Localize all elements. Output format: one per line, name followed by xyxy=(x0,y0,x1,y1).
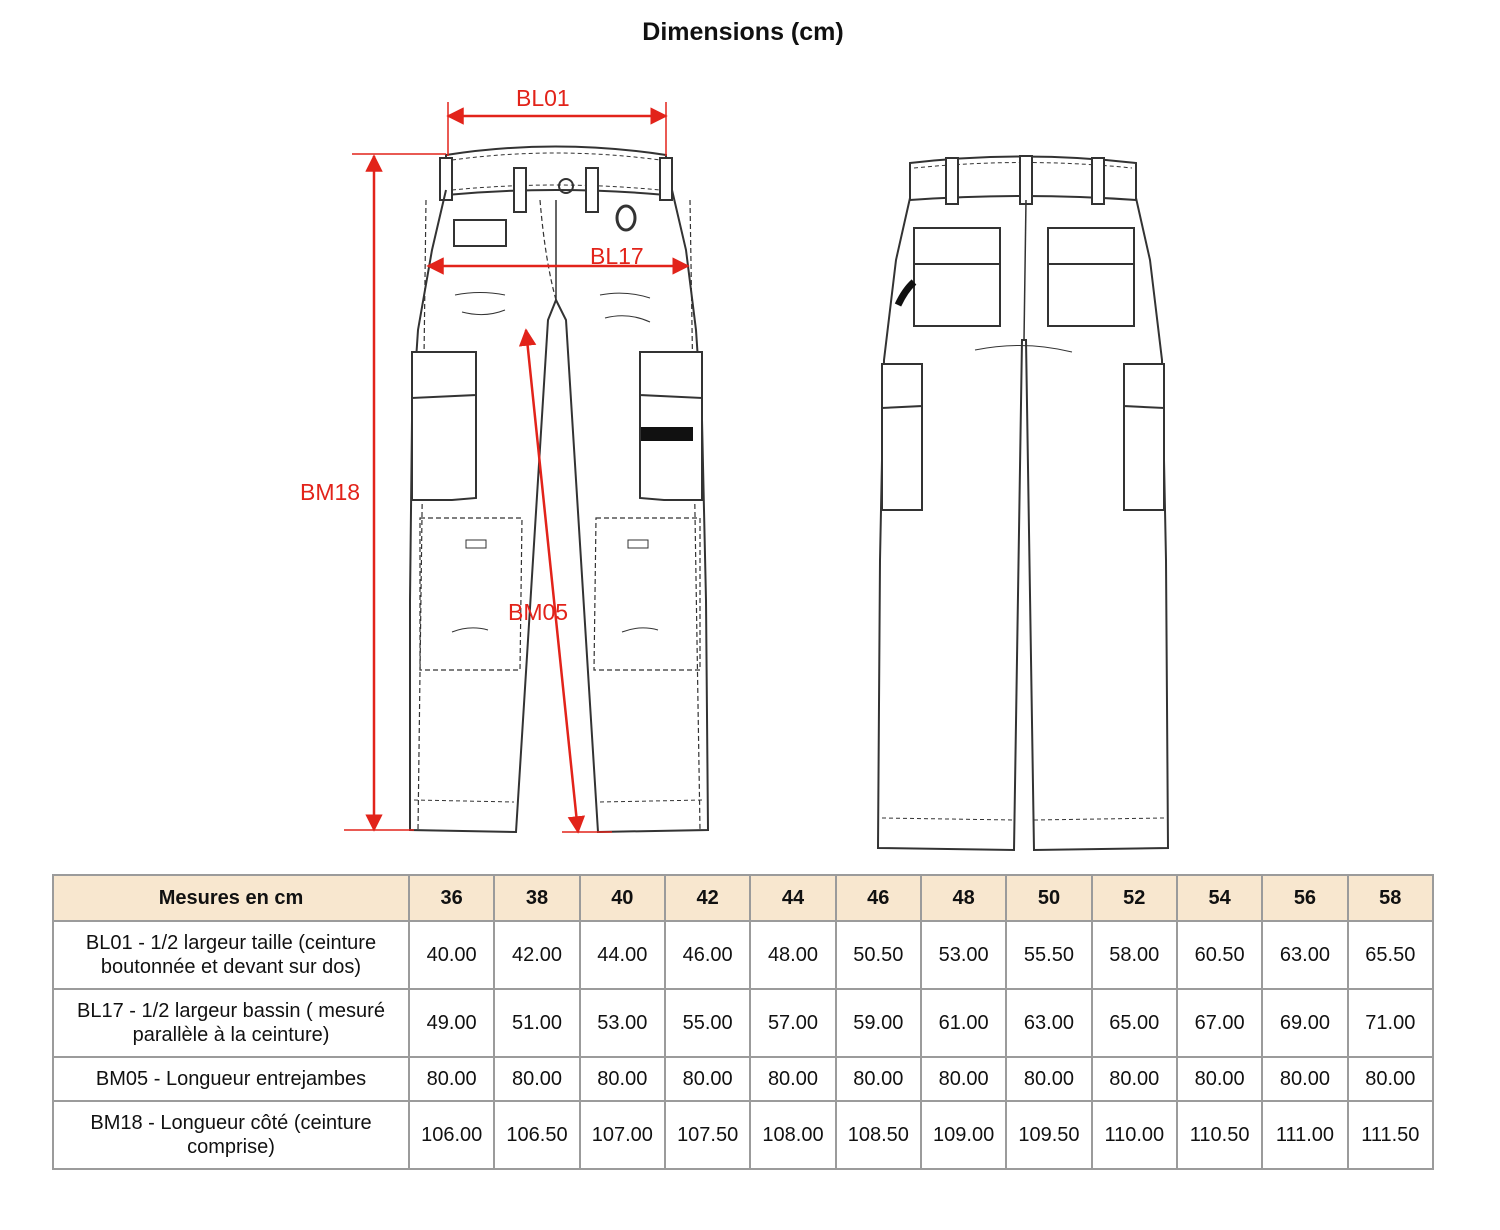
table-cell: 48.00 xyxy=(749,920,837,990)
table-cell: 44.00 xyxy=(578,920,666,990)
size-header: 38 xyxy=(493,874,581,922)
table-cell: 108.00 xyxy=(749,1100,837,1170)
back-view-illustration xyxy=(876,155,1170,852)
size-header: 48 xyxy=(919,874,1008,922)
table-cell: 40.00 xyxy=(407,920,496,990)
size-header: 44 xyxy=(749,874,837,922)
table-cell: 71.00 xyxy=(1346,988,1435,1058)
size-header: 36 xyxy=(407,874,496,922)
table-cell: 111.50 xyxy=(1346,1100,1435,1170)
table-cell: 80.00 xyxy=(1261,1056,1349,1102)
table-row: BL17 - 1/2 largeur bassin ( mesuré paral… xyxy=(52,988,1435,1058)
table-cell: 80.00 xyxy=(1005,1056,1093,1102)
table-cell: 65.50 xyxy=(1346,920,1435,990)
table-cell: 106.50 xyxy=(493,1100,581,1170)
table-cell: 42.00 xyxy=(493,920,581,990)
table-cell: 80.00 xyxy=(1346,1056,1435,1102)
table-cell: 55.50 xyxy=(1005,920,1093,990)
table-cell: 69.00 xyxy=(1261,988,1349,1058)
table-row: BL01 - 1/2 largeur taille (ceinture bout… xyxy=(52,920,1435,990)
table-cell: 80.00 xyxy=(493,1056,581,1102)
table-cell: 107.00 xyxy=(578,1100,666,1170)
table-cell: 80.00 xyxy=(834,1056,922,1102)
table-cell: 63.00 xyxy=(1005,988,1093,1058)
row-label: BL01 - 1/2 largeur taille (ceinture bout… xyxy=(52,920,410,990)
table-row: BM18 - Longueur côté (ceinture comprise)… xyxy=(52,1100,1435,1170)
table-cell: 107.50 xyxy=(663,1100,752,1170)
table-cell: 111.00 xyxy=(1261,1100,1349,1170)
table-cell: 59.00 xyxy=(834,988,922,1058)
table-cell: 108.50 xyxy=(834,1100,922,1170)
table-cell: 110.50 xyxy=(1175,1100,1264,1170)
row-label: BM05 - Longueur entrejambes xyxy=(52,1056,410,1102)
table-cell: 63.00 xyxy=(1261,920,1349,990)
table-cell: 61.00 xyxy=(919,988,1008,1058)
table-cell: 80.00 xyxy=(749,1056,837,1102)
table-cell: 50.50 xyxy=(834,920,922,990)
header-label-cell: Mesures en cm xyxy=(52,874,410,922)
table-cell: 109.00 xyxy=(919,1100,1008,1170)
table-cell: 60.50 xyxy=(1175,920,1264,990)
table-cell: 65.00 xyxy=(1090,988,1178,1058)
table-cell: 80.00 xyxy=(663,1056,752,1102)
size-header: 40 xyxy=(578,874,666,922)
page-title: Dimensions (cm) xyxy=(642,18,844,46)
size-header: 42 xyxy=(663,874,752,922)
table-cell: 80.00 xyxy=(407,1056,496,1102)
size-header: 46 xyxy=(834,874,922,922)
table-cell: 109.50 xyxy=(1005,1100,1093,1170)
table-cell: 46.00 xyxy=(663,920,752,990)
table-header-row: Mesures en cm 36 38 40 42 44 46 48 50 52… xyxy=(52,874,1435,922)
size-header: 50 xyxy=(1005,874,1093,922)
row-label: BL17 - 1/2 largeur bassin ( mesuré paral… xyxy=(52,988,410,1058)
bm05-label: BM05 xyxy=(508,599,568,625)
size-header: 52 xyxy=(1090,874,1178,922)
table-cell: 80.00 xyxy=(578,1056,666,1102)
bm05-arrow xyxy=(518,328,586,834)
bl17-label: BL17 xyxy=(590,243,644,269)
table-cell: 110.00 xyxy=(1090,1100,1178,1170)
table-row: BM05 - Longueur entrejambes 80.00 80.00 … xyxy=(52,1056,1435,1102)
front-view-illustration xyxy=(409,145,710,834)
size-header: 56 xyxy=(1261,874,1349,922)
table-cell: 80.00 xyxy=(1175,1056,1264,1102)
bl01-label: BL01 xyxy=(516,85,570,111)
table-cell: 55.00 xyxy=(663,988,752,1058)
table-cell: 67.00 xyxy=(1175,988,1264,1058)
table-cell: 106.00 xyxy=(407,1100,496,1170)
table-cell: 58.00 xyxy=(1090,920,1178,990)
table-cell: 53.00 xyxy=(578,988,666,1058)
size-header: 58 xyxy=(1346,874,1435,922)
row-label: BM18 - Longueur côté (ceinture comprise) xyxy=(52,1100,410,1170)
size-header: 54 xyxy=(1175,874,1264,922)
trousers-diagram: BL01 BL17 BM18 BM05 xyxy=(300,85,1170,852)
table-cell: 51.00 xyxy=(493,988,581,1058)
table-cell: 49.00 xyxy=(407,988,496,1058)
bm18-label: BM18 xyxy=(300,479,360,505)
table-cell: 80.00 xyxy=(919,1056,1008,1102)
size-table: Mesures en cm 36 38 40 42 44 46 48 50 52… xyxy=(52,874,1435,1170)
table-cell: 53.00 xyxy=(919,920,1008,990)
measurement-lines xyxy=(344,102,690,834)
table-cell: 57.00 xyxy=(749,988,837,1058)
table-cell: 80.00 xyxy=(1090,1056,1178,1102)
